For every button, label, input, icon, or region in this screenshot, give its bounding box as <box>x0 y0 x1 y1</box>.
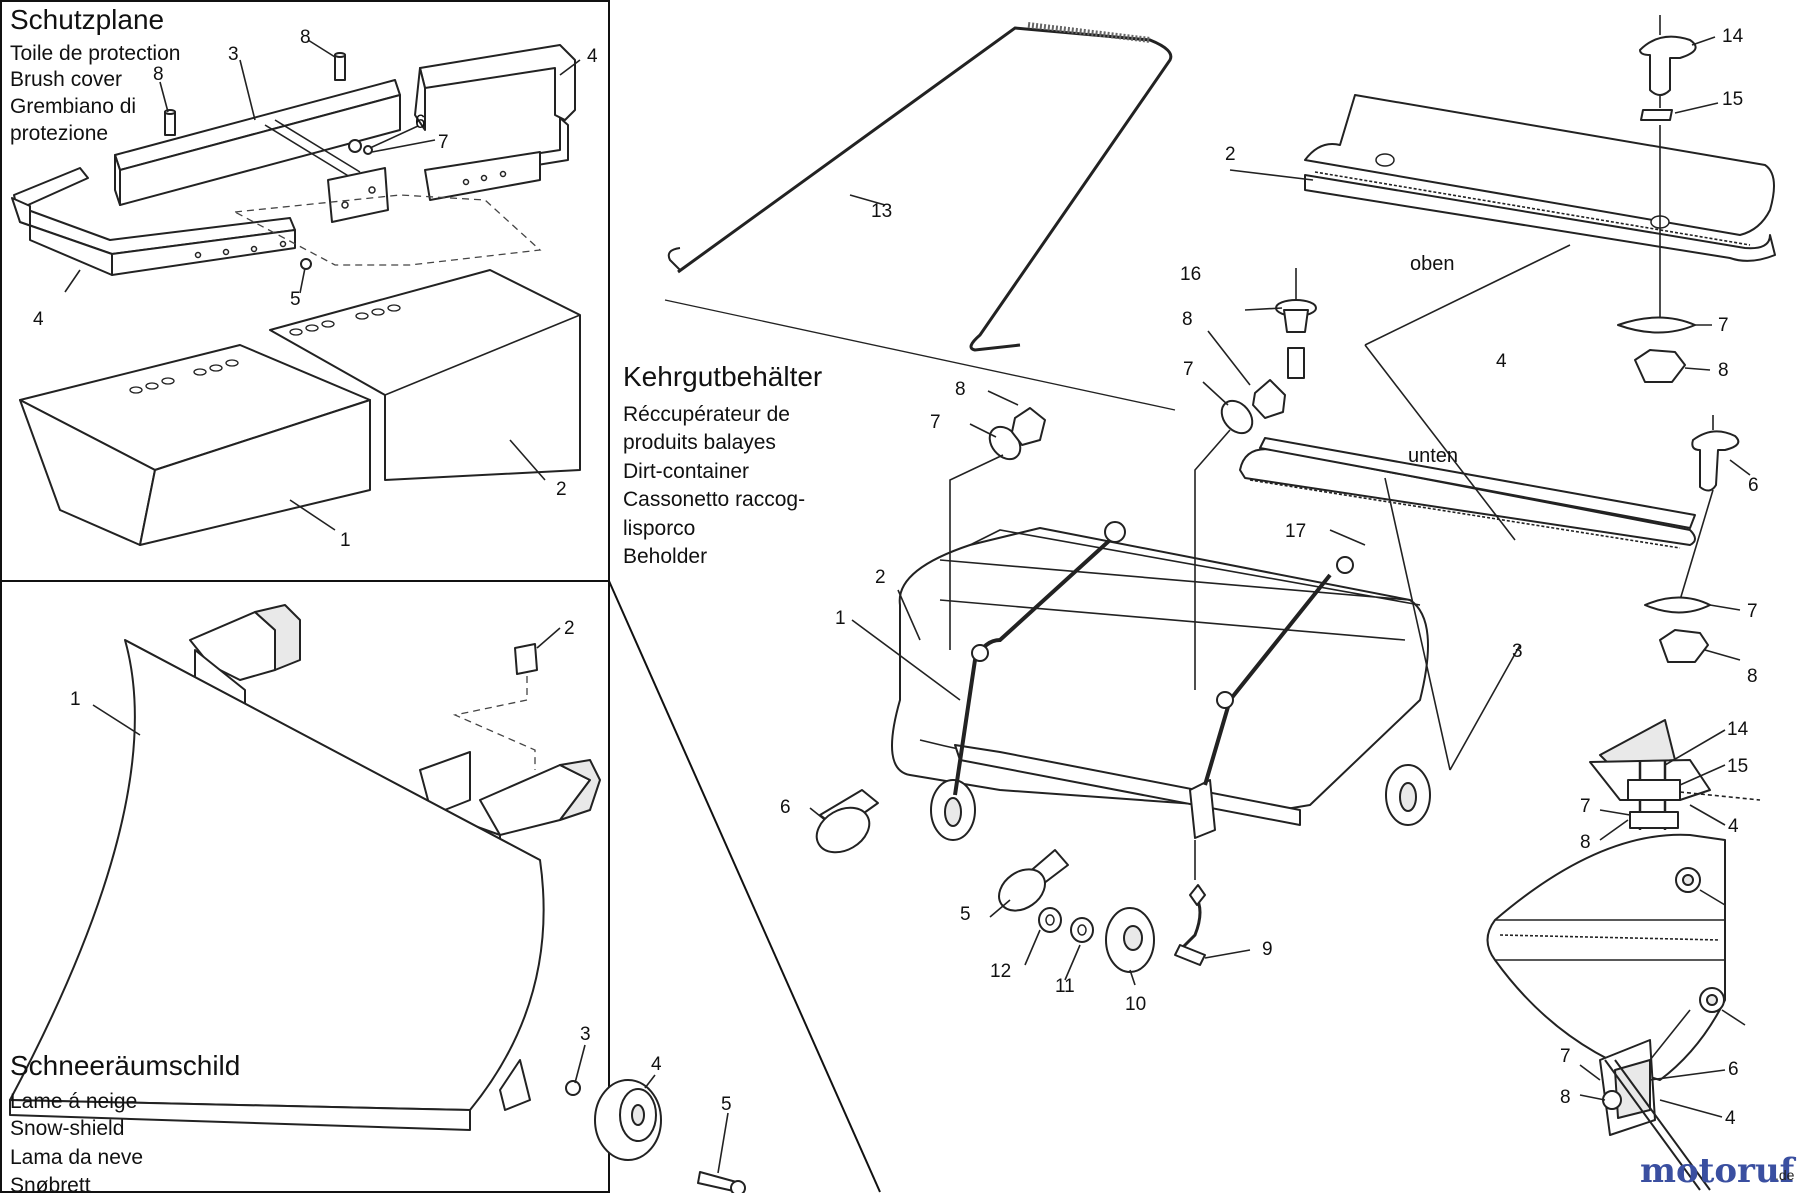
callout-number: 6 <box>780 797 791 818</box>
callout-number: 5 <box>721 1094 732 1115</box>
callout-number: 3 <box>1512 641 1523 662</box>
callout-number: 13 <box>871 201 892 222</box>
callout-number: 2 <box>556 479 567 500</box>
callout-number: 4 <box>1728 816 1739 837</box>
callout-number: 8 <box>1718 360 1729 381</box>
callout-number: 14 <box>1727 719 1749 740</box>
snow-shield-line-2: Snow-shield <box>10 1117 124 1140</box>
snow-shield-line-3: Lama da neve <box>10 1146 143 1169</box>
callout-number: 7 <box>930 412 941 433</box>
label-bottom: unten <box>1408 445 1458 467</box>
dirt-container-line-3: Dirt-container <box>623 460 749 483</box>
callout-number: 15 <box>1722 89 1743 110</box>
callout-number: 6 <box>415 112 426 133</box>
callout-number: 5 <box>290 289 301 310</box>
callout-number: 7 <box>1718 315 1729 336</box>
callout-number: 8 <box>955 379 966 400</box>
callout-number: 4 <box>651 1054 662 1075</box>
brush-cover-line-2: Brush cover <box>10 68 122 91</box>
callout-number: 7 <box>438 132 449 153</box>
callout-number: 8 <box>1580 832 1591 853</box>
dirt-container-line-1: Réccupérateur de <box>623 403 790 426</box>
brush-cover-line-4: protezione <box>10 122 108 145</box>
dirt-container-title: Kehrgutbehälter <box>623 361 822 392</box>
callout-number: 11 <box>1055 976 1075 997</box>
snow-shield-line-1: Lame á neige <box>10 1090 137 1113</box>
callout-number: 10 <box>1125 994 1146 1015</box>
callout-number: 6 <box>1728 1059 1739 1080</box>
callout-number: 6 <box>1748 475 1759 496</box>
callout-number: 2 <box>875 567 886 588</box>
detail-view-drawing <box>1486 719 1761 1191</box>
callout-number: 7 <box>1580 796 1591 817</box>
snow-shield-title: Schneeräumschild <box>10 1050 240 1081</box>
callout-number: 7 <box>1747 601 1758 622</box>
callout-number: 5 <box>960 904 971 925</box>
callout-number: 14 <box>1722 26 1744 47</box>
callout-number: 16 <box>1180 264 1201 285</box>
dirt-container-drawing <box>664 22 1696 986</box>
panel-divider-diagonal <box>608 580 881 1193</box>
callout-number: 17 <box>1285 521 1306 542</box>
brush-cover-title: Schutzplane <box>10 4 164 35</box>
callout-number: 1 <box>70 689 81 710</box>
callout-number: 8 <box>1560 1087 1571 1108</box>
dirt-container-line-5: lisporco <box>623 517 695 540</box>
dirt-container-line-2: produits balayes <box>623 431 776 454</box>
dirt-container-line-6: Beholder <box>623 545 707 568</box>
dirt-container-line-4: Cassonetto raccog- <box>623 488 805 511</box>
brush-cover-line-1: Toile de protection <box>10 42 180 65</box>
callout-number: 9 <box>1262 939 1273 960</box>
callout-number: 4 <box>1496 351 1507 372</box>
watermark-brand: motoruf <box>1640 1151 1797 1191</box>
callout-number: 8 <box>1182 309 1193 330</box>
callout-number: 8 <box>153 64 164 85</box>
callout-number: 1 <box>340 530 351 551</box>
snow-shield-line-4: Snøbrett <box>10 1174 91 1193</box>
callout-number: 12 <box>990 961 1011 982</box>
callout-number: 4 <box>1725 1108 1736 1129</box>
callout-number: 15 <box>1727 756 1748 777</box>
watermark-suffix: .de <box>1775 1167 1795 1183</box>
brush-cover-line-3: Grembiano di <box>10 95 136 118</box>
callout-number: 2 <box>564 618 575 639</box>
callout-number: 7 <box>1183 359 1194 380</box>
brush-strip-drawing <box>1229 15 1776 663</box>
motoruf-watermark: motoruf .de <box>1640 1151 1797 1191</box>
callout-number: 3 <box>580 1024 591 1045</box>
callout-number: 8 <box>300 27 311 48</box>
snow-shield-panel <box>0 580 610 1193</box>
callout-number: 2 <box>1225 144 1236 165</box>
snow-shield-drawing <box>9 604 746 1193</box>
callout-number: 7 <box>1560 1046 1571 1067</box>
callout-number: 4 <box>33 309 44 330</box>
callout-number: 1 <box>835 608 846 629</box>
callout-number: 8 <box>1747 666 1758 687</box>
callout-number: 3 <box>228 44 239 65</box>
brush-cover-drawing <box>11 39 581 546</box>
label-top: oben <box>1410 253 1455 275</box>
callout-number: 4 <box>587 46 598 67</box>
